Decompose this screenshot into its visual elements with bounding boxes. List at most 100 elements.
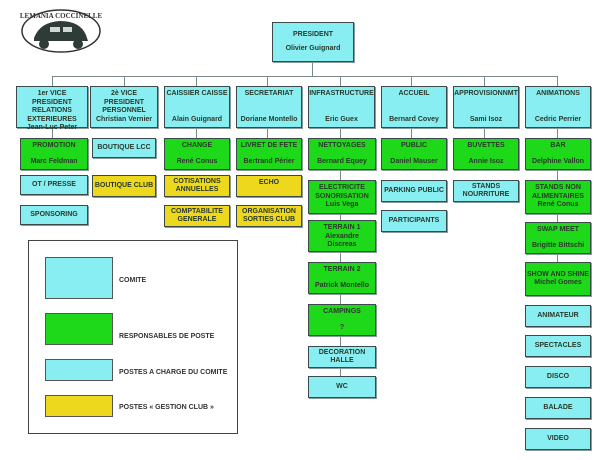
dept-title: APPROVISIONNMT [454, 90, 518, 97]
post-title: COTISATIONS ANNUELLES [173, 177, 221, 194]
post-wc: WC [308, 376, 376, 398]
post-title: BUVETTES [467, 142, 505, 149]
post-terrain-1: TERRAIN 1 Alexandre Discreas [308, 220, 376, 252]
connector [52, 76, 558, 77]
post-buvettes: BUVETTES Annie Isoz [453, 138, 519, 170]
post-sponsoring: SPONSORING [20, 205, 88, 225]
dept-head-name: Bernard Covey [389, 115, 439, 123]
post-title: OT / PRESSE [32, 180, 76, 188]
post-title: STANDS NOURRITURE [462, 182, 510, 199]
post-nettoyages: NETTOYAGES Bernard Equey [308, 138, 376, 170]
post-balade: BALADE [525, 397, 591, 419]
dept-title: INFRASTRUCTURE [309, 90, 374, 97]
post-name: Annie Isoz [468, 157, 504, 165]
president-title: PRESIDENT [292, 30, 334, 38]
post-title: SWAP MEET [537, 226, 579, 233]
dept-head-name: Christian Vernier [95, 115, 153, 123]
post-public: PUBLIC Daniel Mauser [381, 138, 447, 170]
post-title: TERRAIN 2 [323, 266, 361, 273]
connector [124, 76, 125, 86]
post-stands-non-alimentaires: STANDS NON ALIMENTAIRES René Conus [525, 180, 591, 214]
post-title: DISCO [546, 372, 570, 380]
beetle-car-logo-icon: LEMANIA COCCINELLE [20, 9, 102, 53]
post-stands-nourriture: STANDS NOURRITURE [453, 180, 519, 202]
dept-head-name: Jean-Luc Peter [26, 124, 78, 131]
post-campings: CAMPINGS ? [308, 304, 376, 336]
connector [52, 128, 53, 138]
post-title: BAR [550, 142, 566, 149]
dept-title: 2è VICE PRESIDENT PERSONNEL [102, 90, 146, 114]
connector [411, 76, 412, 86]
connector [52, 76, 53, 86]
post-name: Bernard Equey [317, 157, 367, 165]
post-name: Daniel Mauser [390, 157, 438, 165]
dept-accueil: ACCUEIL Bernard Covey [381, 86, 447, 128]
post-animateur: ANIMATEUR [525, 305, 591, 327]
post-title: PROMOTION [32, 142, 76, 149]
legend-swatch-postes-comite [45, 359, 113, 381]
dept-title: CAISSIER CAISSE [166, 90, 228, 97]
post-bar: BAR Delphine Vallon [525, 138, 591, 170]
post-title: COMPTABILITE GENERALE [171, 207, 223, 224]
dept-title: SECRETARIAT [244, 90, 294, 97]
dept-head-name: Doriane Montello [240, 115, 298, 123]
post-title: PARKING PUBLIC [384, 186, 444, 194]
legend-label: RESPONSABLES DE POSTE [119, 333, 215, 340]
president-name: Olivier Guignard [285, 45, 341, 52]
post-livret-de-fete: LIVRET DE FETE Bertrand Périer [236, 138, 302, 170]
post-echo: ECHO [236, 175, 302, 197]
post-organisation-sorties: ORGANISATION SORTIES CLUB [236, 205, 302, 227]
post-comptabilite: COMPTABILITE GENERALE [164, 205, 230, 227]
post-change: CHANGE René Conus [164, 138, 230, 170]
connector [196, 76, 197, 86]
post-spectacles: SPECTACLES [525, 335, 591, 357]
post-show-and-shine: SHOW AND SHINE Michel Gomes [525, 262, 591, 296]
connector [267, 76, 268, 86]
post-name: René Conus [176, 157, 218, 165]
post-title: PUBLIC [400, 142, 428, 149]
post-title: TERRAIN 1 [323, 224, 361, 231]
post-title: SHOW AND SHINE [527, 270, 589, 278]
legend-swatch-comite [45, 257, 113, 299]
dept-secretariat: SECRETARIAT Doriane Montello [236, 86, 302, 128]
post-name: Delphine Vallon [531, 157, 585, 165]
post-title: STANDS NON ALIMENTAIRES [532, 184, 584, 200]
post-title: WC [336, 382, 348, 390]
post-title: PARTICIPANTS [388, 216, 440, 224]
post-title: BOUTIQUE CLUB [94, 181, 154, 189]
dept-head-name: Cedric Perrier [534, 115, 582, 123]
post-name: Brigitte Bittschi [531, 241, 585, 249]
legend: COMITE RESPONSABLES DE POSTE POSTES A CH… [28, 240, 238, 434]
dept-head-name: Eric Guex [325, 115, 358, 123]
connector [340, 128, 341, 388]
legend-label: COMITE [119, 277, 147, 284]
post-title: BOUTIQUE LCC [97, 143, 151, 151]
post-name: René Conus [537, 201, 579, 209]
legend-swatch-responsables [45, 313, 113, 345]
dept-head-name: Alain Guignard [171, 115, 223, 123]
post-name: Alexandre Discreas [325, 232, 359, 249]
president-box: PRESIDENT Olivier Guignard [272, 22, 354, 62]
dept-title: ACCUEIL [398, 90, 430, 97]
logo-text: LEMANIA COCCINELLE [20, 12, 102, 20]
dept-title: ANIMATIONS [536, 90, 580, 97]
post-terrain-2: TERRAIN 2 Patrick Montello [308, 262, 376, 294]
post-title: LIVRET DE FETE [240, 142, 298, 149]
legend-label: POSTES « GESTION CLUB » [119, 404, 214, 411]
connector [484, 128, 485, 138]
post-title: SPONSORING [30, 210, 78, 218]
post-boutique-lcc: BOUTIQUE LCC [92, 138, 156, 158]
dept-personnel: 2è VICE PRESIDENT PERSONNEL Christian Ve… [90, 86, 158, 128]
post-title: DECORATION HALLE [318, 348, 366, 365]
connector [267, 128, 268, 138]
post-name: Michel Gomes [534, 279, 582, 286]
post-boutique-club: BOUTIQUE CLUB [92, 175, 156, 197]
post-name: Patrick Montello [314, 281, 370, 289]
post-title: SPECTACLES [534, 341, 582, 349]
post-swap-meet: SWAP MEET Brigitte Bittschi [525, 222, 591, 254]
post-name: Luis Vega [325, 201, 359, 209]
dept-relations-exterieures: 1er VICE PRESIDENT RELATIONS EXTERIEURES… [16, 86, 88, 131]
dept-approvisionnement: APPROVISIONNMT Sami Isoz [453, 86, 519, 128]
post-participants: PARTICIPANTS [381, 210, 447, 232]
post-title: BALADE [543, 403, 573, 411]
